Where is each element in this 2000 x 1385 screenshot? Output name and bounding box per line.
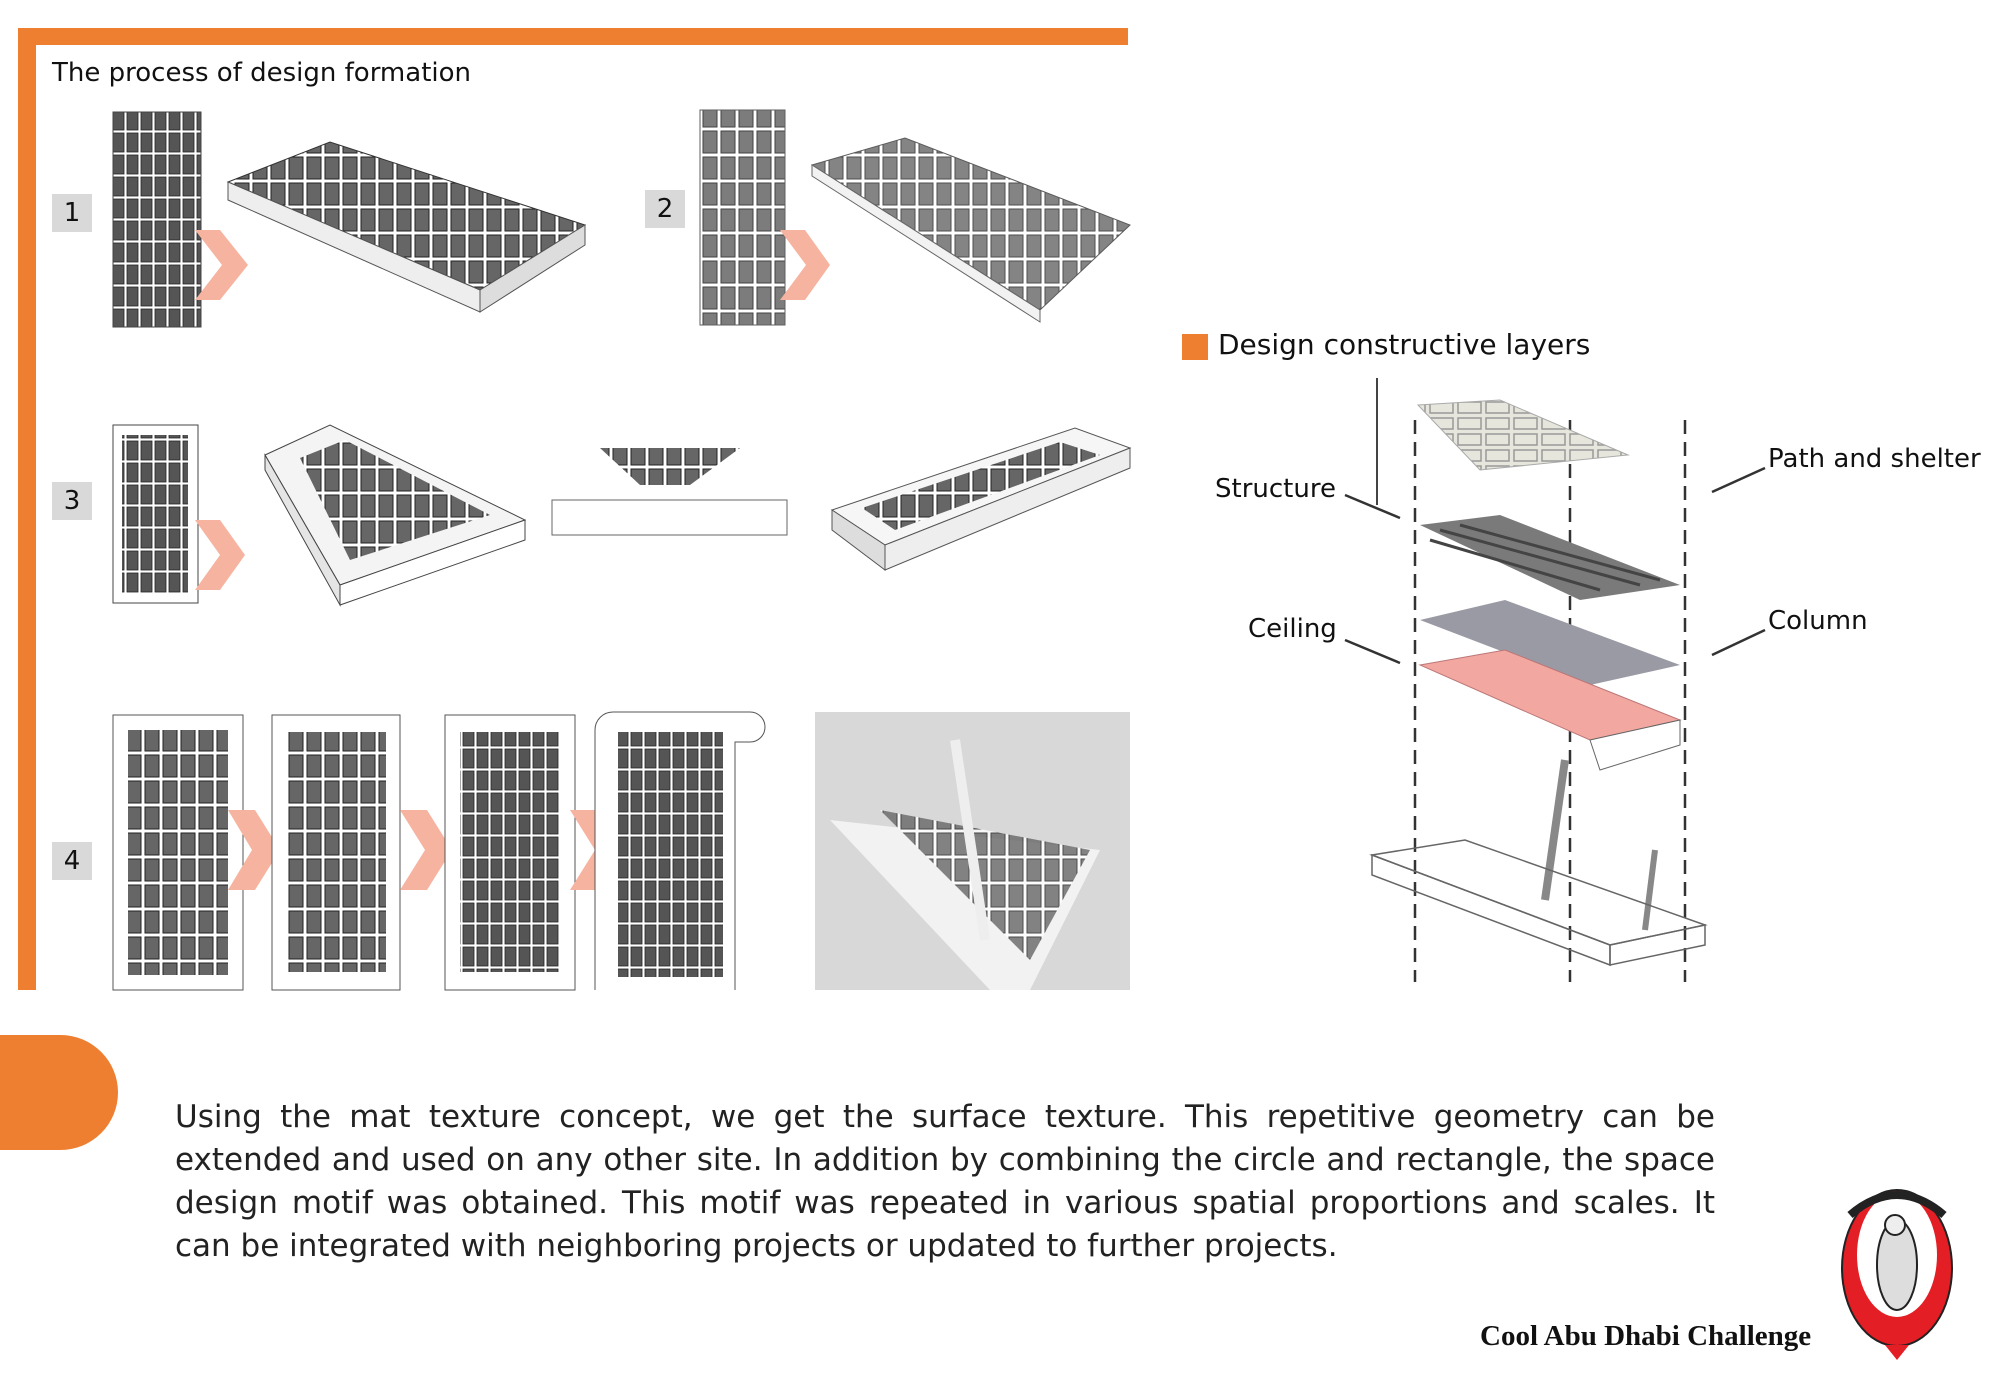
layers-legend-label: Design constructive layers	[1218, 328, 1591, 361]
step4-render	[815, 712, 1130, 990]
step-badge-1: 1	[52, 194, 92, 232]
step3-frame	[264, 424, 527, 607]
step4-sequence	[112, 711, 766, 991]
step2-model	[810, 137, 1131, 323]
left-accent-bar	[18, 28, 36, 990]
step-badge-2: 2	[645, 190, 685, 228]
step2-plan	[699, 109, 786, 326]
step-badge-4: 4	[52, 842, 92, 880]
chevron-icon	[195, 520, 245, 590]
legend-swatch	[1182, 334, 1208, 360]
step3-plan	[112, 424, 199, 604]
footer-title: Cool Abu Dhabi Challenge	[1480, 1320, 1812, 1352]
step1-plan	[112, 111, 202, 328]
label-path-and-shelter: Path and shelter	[1768, 444, 1981, 474]
step3-result	[830, 427, 1132, 572]
label-structure: Structure	[1215, 474, 1336, 504]
step3-motif	[551, 448, 788, 536]
base-frame	[1369, 839, 1708, 967]
path-shelter-layer	[1416, 399, 1630, 471]
step-badge-3: 3	[52, 482, 92, 520]
chevron-icon	[195, 230, 248, 300]
chevron-icon	[780, 230, 830, 300]
section-title: The process of design formation	[52, 58, 471, 88]
label-ceiling: Ceiling	[1248, 614, 1337, 644]
step1-model	[226, 141, 587, 313]
section-marker	[0, 1035, 118, 1150]
ceiling-layer	[1420, 600, 1680, 685]
description-text: Using the mat texture concept, we get th…	[175, 1099, 1715, 1264]
top-accent-bar	[18, 28, 1128, 45]
label-column: Column	[1768, 606, 1868, 636]
